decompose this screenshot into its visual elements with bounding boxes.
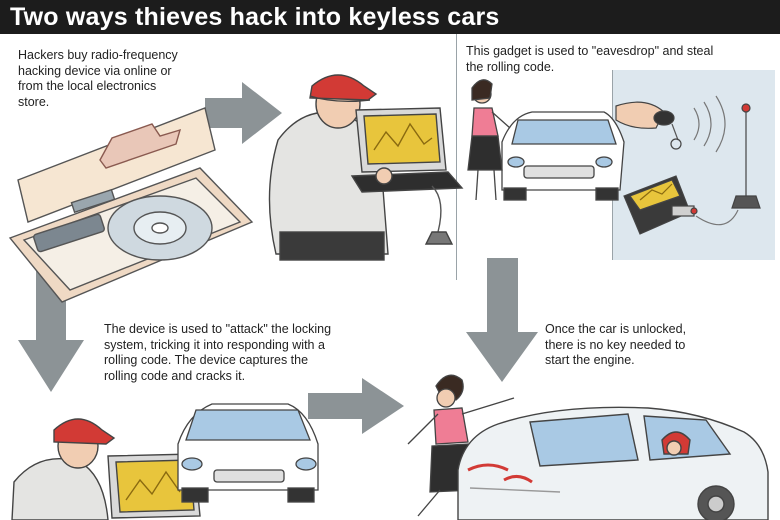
arrow-right-icon	[308, 378, 404, 434]
hacker-laptop-icon	[11, 418, 201, 520]
caption-buy-device: Hackers buy radio-frequency hacking devi…	[18, 48, 178, 109]
device-box-icon	[8, 107, 254, 303]
page-title: Two ways thieves hack into keyless cars	[10, 3, 500, 31]
caption-eavesdrop: This gadget is used to "eavesdrop" and s…	[466, 44, 714, 74]
caption-attack: The device is used to "attack" the locki…	[104, 322, 332, 383]
hacker-laptop-icon	[268, 74, 464, 261]
title-bar: Two ways thieves hack into keyless cars	[0, 0, 780, 34]
caption-no-key: Once the car is unlocked, there is no ke…	[545, 322, 687, 367]
car-front-icon	[177, 403, 319, 503]
arrow-right-icon	[205, 82, 282, 144]
key-fob-signal-icon	[615, 95, 761, 235]
woman-at-car-icon	[467, 79, 625, 201]
top-panel-divider	[456, 34, 457, 280]
thief-in-car-icon	[457, 406, 769, 520]
arrow-down-icon	[18, 262, 84, 392]
arrow-down-icon	[466, 258, 538, 382]
